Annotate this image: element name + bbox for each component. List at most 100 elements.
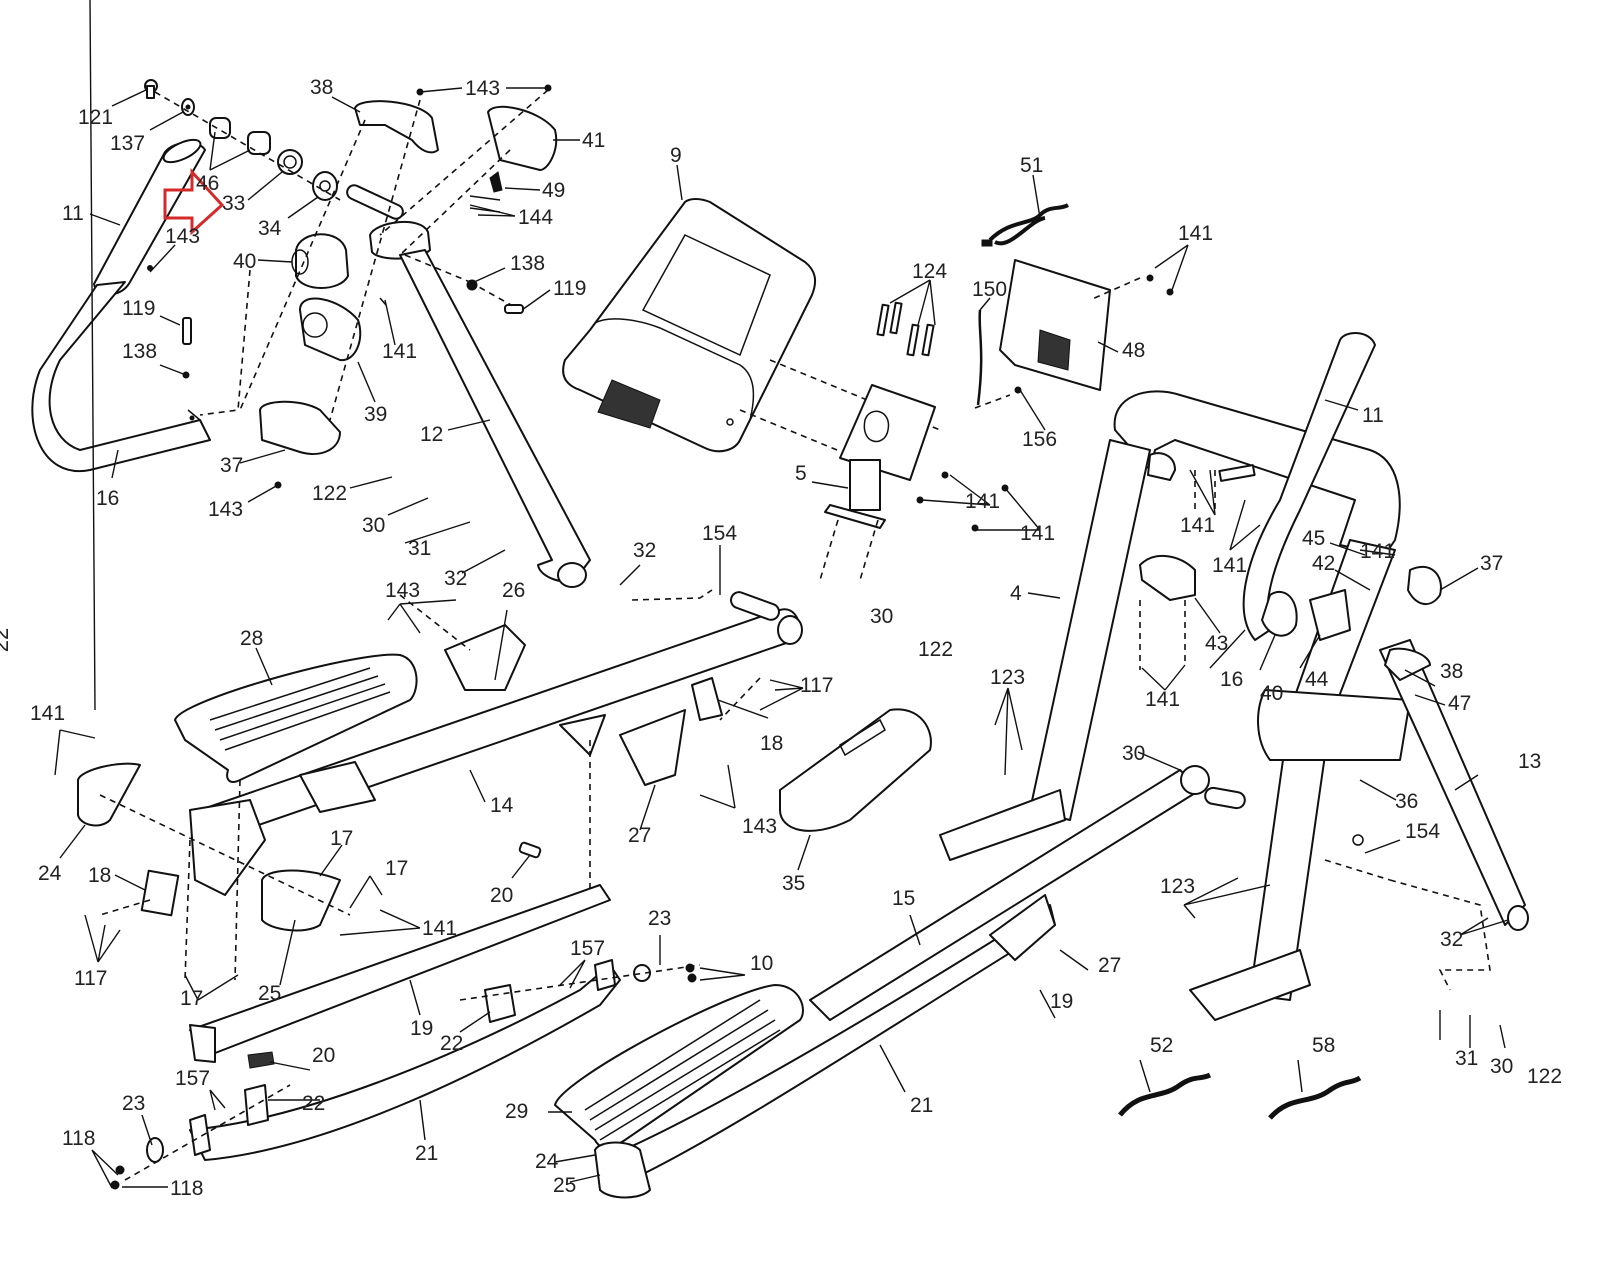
label-157: 157 xyxy=(570,937,605,960)
label-35: 35 xyxy=(782,872,805,895)
leader-lines xyxy=(54,0,1509,1189)
label-41: 41 xyxy=(582,129,605,152)
label-22: 22 xyxy=(302,1092,325,1115)
label-141: 141 xyxy=(382,340,417,363)
label-154: 154 xyxy=(1405,820,1440,843)
label-34: 34 xyxy=(258,217,282,240)
label-17: 17 xyxy=(330,827,353,850)
label-143: 143 xyxy=(385,579,420,602)
label-117: 117 xyxy=(74,967,107,990)
label-137: 137 xyxy=(110,132,145,155)
label-16: 16 xyxy=(96,487,119,510)
highlight-arrow xyxy=(163,168,225,236)
label-30: 30 xyxy=(1490,1055,1513,1078)
label-4: 4 xyxy=(1010,582,1022,605)
label-32: 32 xyxy=(633,539,656,562)
label-18: 18 xyxy=(88,864,111,887)
part-rail-right xyxy=(554,708,1246,1199)
label-11: 11 xyxy=(62,202,84,225)
label-25: 25 xyxy=(553,1174,576,1197)
label-46: 46 xyxy=(196,172,219,195)
label-123: 123 xyxy=(1160,875,1195,898)
label-5: 5 xyxy=(795,462,807,485)
label-22: 22 xyxy=(440,1032,463,1055)
label-117: 117 xyxy=(800,674,833,697)
label-26: 26 xyxy=(502,579,525,602)
part-main-frame xyxy=(939,332,1529,1021)
label-20: 20 xyxy=(490,884,513,907)
label-154: 154 xyxy=(702,522,737,545)
label-141: 141 xyxy=(30,702,65,725)
label-30: 30 xyxy=(870,605,893,628)
label-44: 44 xyxy=(1305,668,1329,691)
label-156: 156 xyxy=(1022,428,1057,451)
label-157: 157 xyxy=(175,1067,210,1090)
label-18: 18 xyxy=(760,732,783,755)
label-144: 144 xyxy=(518,206,553,229)
label-122: 122 xyxy=(1527,1065,1562,1088)
label-123: 123 xyxy=(990,666,1025,689)
part-handlebar-left xyxy=(31,138,211,473)
label-141: 141 xyxy=(1180,514,1215,537)
part-pedal-arm-left xyxy=(77,589,803,981)
label-13: 13 xyxy=(1518,750,1541,773)
part-upper-pivot xyxy=(147,84,591,588)
label-51: 51 xyxy=(1020,154,1043,177)
label-121: 121 xyxy=(78,106,113,129)
label-40: 40 xyxy=(233,250,256,273)
label-138: 138 xyxy=(510,252,545,275)
label-11: 11 xyxy=(1362,404,1384,427)
edge-text-fragment: 22 xyxy=(0,628,13,652)
part-labels: 121 137 46 33 34 11 143 40 119 138 16 37… xyxy=(30,76,1562,1200)
label-29: 29 xyxy=(505,1100,528,1123)
label-17: 17 xyxy=(385,857,408,880)
label-141: 141 xyxy=(1360,540,1395,563)
label-122: 122 xyxy=(918,638,953,661)
label-10: 10 xyxy=(750,952,773,975)
label-45: 45 xyxy=(1302,527,1325,550)
part-bushings xyxy=(144,79,341,201)
label-40: 40 xyxy=(1260,682,1283,705)
label-37: 37 xyxy=(1480,552,1503,575)
label-124: 124 xyxy=(912,260,947,283)
part-power-cords xyxy=(981,203,1362,1120)
label-143: 143 xyxy=(208,498,243,521)
label-48: 48 xyxy=(1122,339,1145,362)
label-14: 14 xyxy=(490,794,514,817)
label-37: 37 xyxy=(220,454,243,477)
label-118: 118 xyxy=(62,1127,95,1150)
label-17: 17 xyxy=(180,987,203,1010)
label-30: 30 xyxy=(1122,742,1145,765)
label-32: 32 xyxy=(444,567,467,590)
label-21: 21 xyxy=(910,1094,933,1117)
label-19: 19 xyxy=(410,1017,433,1040)
label-141: 141 xyxy=(1145,688,1180,711)
label-141: 141 xyxy=(422,917,457,940)
label-119: 119 xyxy=(122,297,155,320)
label-58: 58 xyxy=(1312,1034,1335,1057)
label-31: 31 xyxy=(408,537,431,560)
label-20: 20 xyxy=(312,1044,335,1067)
label-143: 143 xyxy=(742,815,777,838)
label-38: 38 xyxy=(1440,660,1463,683)
label-32: 32 xyxy=(1440,928,1463,951)
label-143: 143 xyxy=(165,225,200,248)
label-24: 24 xyxy=(38,862,62,885)
label-31: 31 xyxy=(1455,1047,1478,1070)
label-15: 15 xyxy=(892,887,915,910)
label-39: 39 xyxy=(364,403,387,426)
label-141: 141 xyxy=(1178,222,1213,245)
label-141: 141 xyxy=(1020,522,1055,545)
label-16: 16 xyxy=(1220,668,1243,691)
label-24: 24 xyxy=(535,1150,559,1173)
label-23: 23 xyxy=(648,907,671,930)
label-118: 118 xyxy=(170,1177,203,1200)
label-122: 122 xyxy=(312,482,347,505)
label-25: 25 xyxy=(258,982,281,1005)
label-52: 52 xyxy=(1150,1034,1173,1057)
label-150: 150 xyxy=(972,278,1007,301)
label-9: 9 xyxy=(670,144,682,167)
label-27: 27 xyxy=(1098,954,1121,977)
label-28: 28 xyxy=(240,627,263,650)
